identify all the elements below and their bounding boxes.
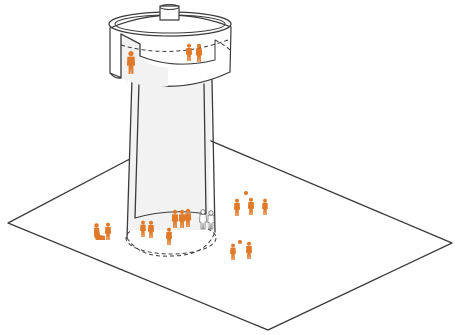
- figure-ghost-1: [200, 210, 207, 229]
- tower-tank: [109, 5, 231, 88]
- ball-1: [238, 240, 242, 244]
- ball-2: [244, 191, 248, 195]
- figure-ground-9: [248, 198, 254, 215]
- figure-ground-8: [234, 199, 240, 216]
- figure-ground-12: [246, 242, 252, 259]
- figure-sitting: [94, 223, 105, 240]
- ground-plane: [8, 130, 452, 330]
- figure-ground-4: [166, 228, 172, 245]
- figure-ground-1: [105, 223, 111, 240]
- figure-ground-10: [262, 199, 268, 215]
- tank-vent: [160, 6, 179, 20]
- figure-ghost-2: [208, 211, 214, 229]
- figure-ground-11: [230, 244, 236, 260]
